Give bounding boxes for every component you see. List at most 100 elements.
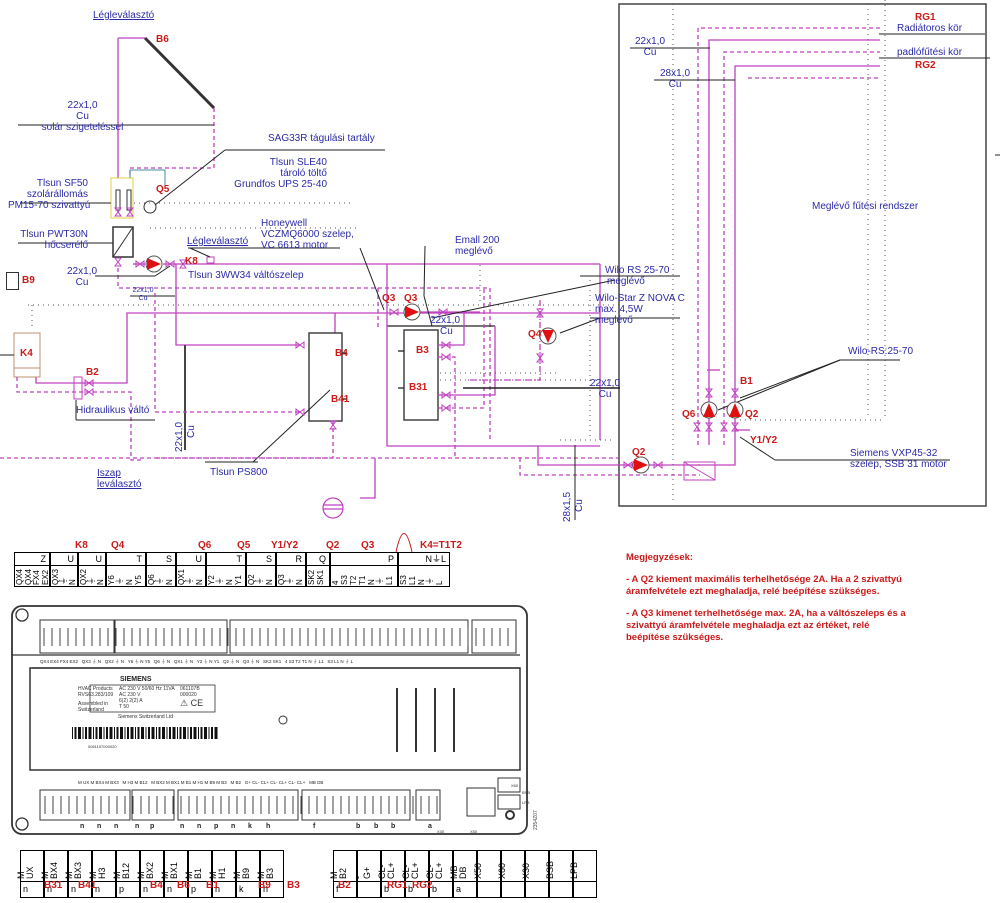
connector-letter: b xyxy=(391,823,396,830)
barcode-bar xyxy=(120,727,123,739)
pipe-22-emall-label: 22x1,0 Cu xyxy=(430,315,460,337)
line-2: meglévő xyxy=(455,246,493,257)
controller-brand: SIEMENS xyxy=(120,676,152,683)
port-x30: X30 xyxy=(437,829,445,834)
terminal-block: -G+ xyxy=(353,851,382,897)
terminal-assignment-label: B4 xyxy=(150,880,163,891)
terminal-block-code: n xyxy=(23,884,29,894)
terminal-pin-label: N xyxy=(195,579,204,585)
pump-q2-bottom-label: Q2 xyxy=(632,447,646,458)
line-3: Grundfos UPS 25-40 xyxy=(234,179,327,190)
terminal-pin: N xyxy=(225,566,234,586)
terminal-block: BSB xyxy=(545,851,574,897)
barcode-bar xyxy=(116,727,119,739)
terminal-pin-label: L1 xyxy=(408,576,417,585)
pipe-size: 28x1,0 xyxy=(659,68,691,79)
tlsun-ps800-label: Tlsun PS800 xyxy=(210,467,268,478)
line-1: Iszap xyxy=(97,468,121,479)
terminal-block: LPB xyxy=(569,851,596,897)
barcode-bar xyxy=(72,727,73,739)
terminal-block: X60 xyxy=(497,851,526,897)
valve-icon xyxy=(720,422,728,432)
terminal-block-head: U xyxy=(51,553,77,566)
terminal-pin-label: CL+ xyxy=(434,862,444,879)
terminal-pin: SK2 xyxy=(307,566,316,586)
pipe-insulation: solár szigeteléssel xyxy=(41,122,124,133)
valve-icon xyxy=(295,408,305,416)
terminal-pin: ⏚ xyxy=(115,566,125,586)
terminal-block-code: n xyxy=(71,884,77,894)
terminal-pin-label: ⏚ xyxy=(115,577,124,585)
terminal-pin-label: SK1 xyxy=(316,569,325,585)
terminal-pin-label: B1 xyxy=(193,867,203,879)
terminal-pin-label: DB xyxy=(458,866,468,879)
pipe-material: Cu xyxy=(186,425,197,438)
terminal-pin: 4 xyxy=(331,566,340,586)
line-2: max. 4,5W xyxy=(595,304,643,315)
terminal-pin: S3 xyxy=(399,566,408,586)
terminal-block: CL-CL+b xyxy=(401,851,430,897)
terminal-block-pins: CL-CL+ xyxy=(377,851,404,882)
boiler-k4-label: K4 xyxy=(20,348,33,359)
line-1: 061107B xyxy=(180,686,200,692)
terminal-pin: ⏚ xyxy=(185,566,195,586)
terminal-pin-label: L xyxy=(435,580,444,585)
pipe-size: 22x1,0 xyxy=(132,287,154,294)
sensor-b1-label: B1 xyxy=(740,376,753,387)
terminal-pin-label: B9 xyxy=(241,867,251,879)
honeywell-label: Honeywell VCZMQ6000 szelep, VC 6613 moto… xyxy=(261,218,354,251)
drawing-number: 2354Z07 xyxy=(533,810,539,830)
terminal-pin-label: LPB xyxy=(569,861,579,879)
connector-letter: b xyxy=(356,823,361,830)
notes-panel: Megjegyzések: - A Q2 kiement maximális t… xyxy=(626,552,906,654)
note-item: - A Q3 kimenet terhelhetősége max. 2A, h… xyxy=(626,608,906,643)
line-1: Wilo RS 25-70 xyxy=(605,265,670,276)
existing-system-frame xyxy=(618,3,987,507)
terminal-block-code: h xyxy=(263,884,269,894)
valve-icon xyxy=(623,461,633,469)
valve-icon xyxy=(84,388,94,396)
pump-impeller-icon xyxy=(634,459,648,471)
terminal-assignment-label: B3 xyxy=(287,880,300,891)
terminal-pin-label: CL+ xyxy=(386,862,396,879)
storage-tank-emall-200 xyxy=(403,329,439,421)
barcode-bar xyxy=(204,727,207,739)
controller-rating: AC 230 V 50/60 Hz 11VA AC 230 V 6(2) 2(2… xyxy=(119,686,175,710)
heat-exchanger xyxy=(112,226,134,258)
k4-bracket xyxy=(395,533,413,553)
line-1: Tlsun SF50 xyxy=(36,178,88,189)
terminal-pin: FX4 xyxy=(32,566,41,586)
terminal-pin: N xyxy=(165,566,174,586)
valve-icon xyxy=(126,207,134,217)
terminal-pin-label: Y5 xyxy=(134,575,143,585)
wilo-rs-right-label: Wilo-RS:25-70 xyxy=(848,346,914,357)
pipe-material: Cu xyxy=(138,295,148,302)
valve-icon xyxy=(705,422,713,432)
valve-icon xyxy=(179,259,187,269)
line-1: AC 230 V 50/60 Hz 11VA xyxy=(119,686,175,692)
hydraulic-separator-label: Hidraulikus váltó xyxy=(76,405,150,416)
line-3: 6(2) 2(2) A xyxy=(119,698,143,704)
barcode-bar xyxy=(135,727,136,739)
terminal-assignment-label: Q6 xyxy=(198,540,212,551)
terminal-pin-label: N xyxy=(165,579,174,585)
line-2: AC 230 V xyxy=(119,692,141,698)
connector-letter: k xyxy=(248,823,252,830)
terminal-block-code: n xyxy=(215,884,221,894)
terminal-block-code: f xyxy=(336,884,339,894)
pipe-material: Cu xyxy=(574,499,585,512)
pipe-28-material: Cu xyxy=(574,499,585,512)
circuit-rg1-label: RG1 xyxy=(915,12,936,23)
valve-icon xyxy=(114,207,122,217)
sensor-b3-label: B3 xyxy=(416,345,429,356)
